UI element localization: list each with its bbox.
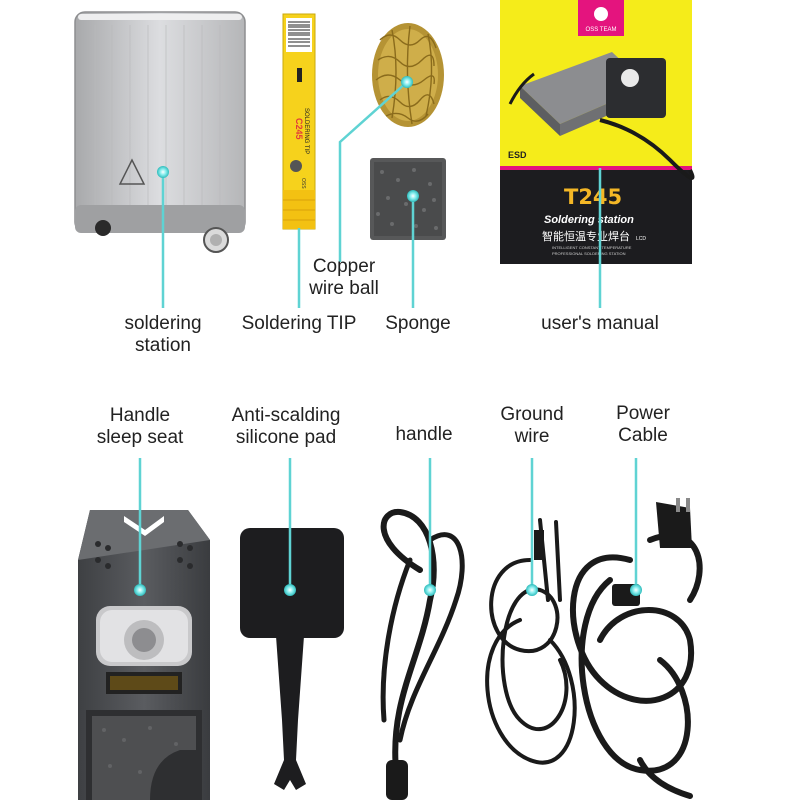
label-soldering-tip: Soldering TIP <box>241 313 357 334</box>
manual-model: T245 <box>564 185 622 209</box>
callout-dot-copper <box>401 76 413 88</box>
callout-dot-sponge <box>407 190 419 202</box>
callout-dot-station <box>157 166 169 178</box>
callout-dot-ground <box>526 584 538 596</box>
silicone-pad-image <box>240 528 344 790</box>
label-handle: handle <box>395 424 453 445</box>
callout-dots <box>134 76 642 596</box>
user-manual-image: OSS TEAM ESD T245 Soldering station 智能恒温… <box>500 0 695 264</box>
ground-wire-image <box>485 518 577 765</box>
label-handle-sleep-seat: Handle sleep seat <box>96 405 184 448</box>
label-silicone-pad: Anti-scalding silicone pad <box>231 405 341 448</box>
copper-wire-ball-image <box>372 23 444 127</box>
callout-dot-pad <box>284 584 296 596</box>
label-soldering-station: soldering station <box>124 313 202 356</box>
label-copper-wire-ball: Copper wire ball <box>309 256 379 299</box>
label-power-cable: Power Cable <box>616 403 670 446</box>
soldering-tip-box-image: C245 SOLDERING TIP OSS TEAM <box>282 13 316 230</box>
manual-esd-badge: ESD <box>508 150 527 160</box>
manual-chinese-title: 智能恒温专业焊台 <box>542 229 630 243</box>
manual-lcd: LCD <box>636 236 646 242</box>
soldering-station-image <box>74 11 246 253</box>
handle-cable-image <box>380 508 465 800</box>
callout-dot-handle <box>424 584 436 596</box>
tip-box-name: SOLDERING TIP <box>303 108 309 154</box>
tip-box-model: C245 <box>294 118 304 140</box>
callout-dot-power <box>630 584 642 596</box>
label-users-manual: user's manual <box>541 313 659 334</box>
callout-dot-seat <box>134 584 146 596</box>
label-sponge: Sponge <box>385 313 451 334</box>
manual-subtitle: Soldering station <box>544 214 634 226</box>
manual-brand: OSS TEAM <box>586 27 617 33</box>
callout-lines <box>138 81 638 590</box>
handle-sleep-seat-image <box>78 510 210 800</box>
power-cable-image <box>569 498 703 799</box>
manual-line-2: PROFESSIONAL SOLDERING STATION <box>552 251 626 256</box>
label-ground-wire: Ground wire <box>500 404 564 447</box>
callout-line-copper <box>338 81 408 262</box>
manual-line-1: INTELLIGENT CONSTANT TEMPERATURE <box>552 245 632 250</box>
